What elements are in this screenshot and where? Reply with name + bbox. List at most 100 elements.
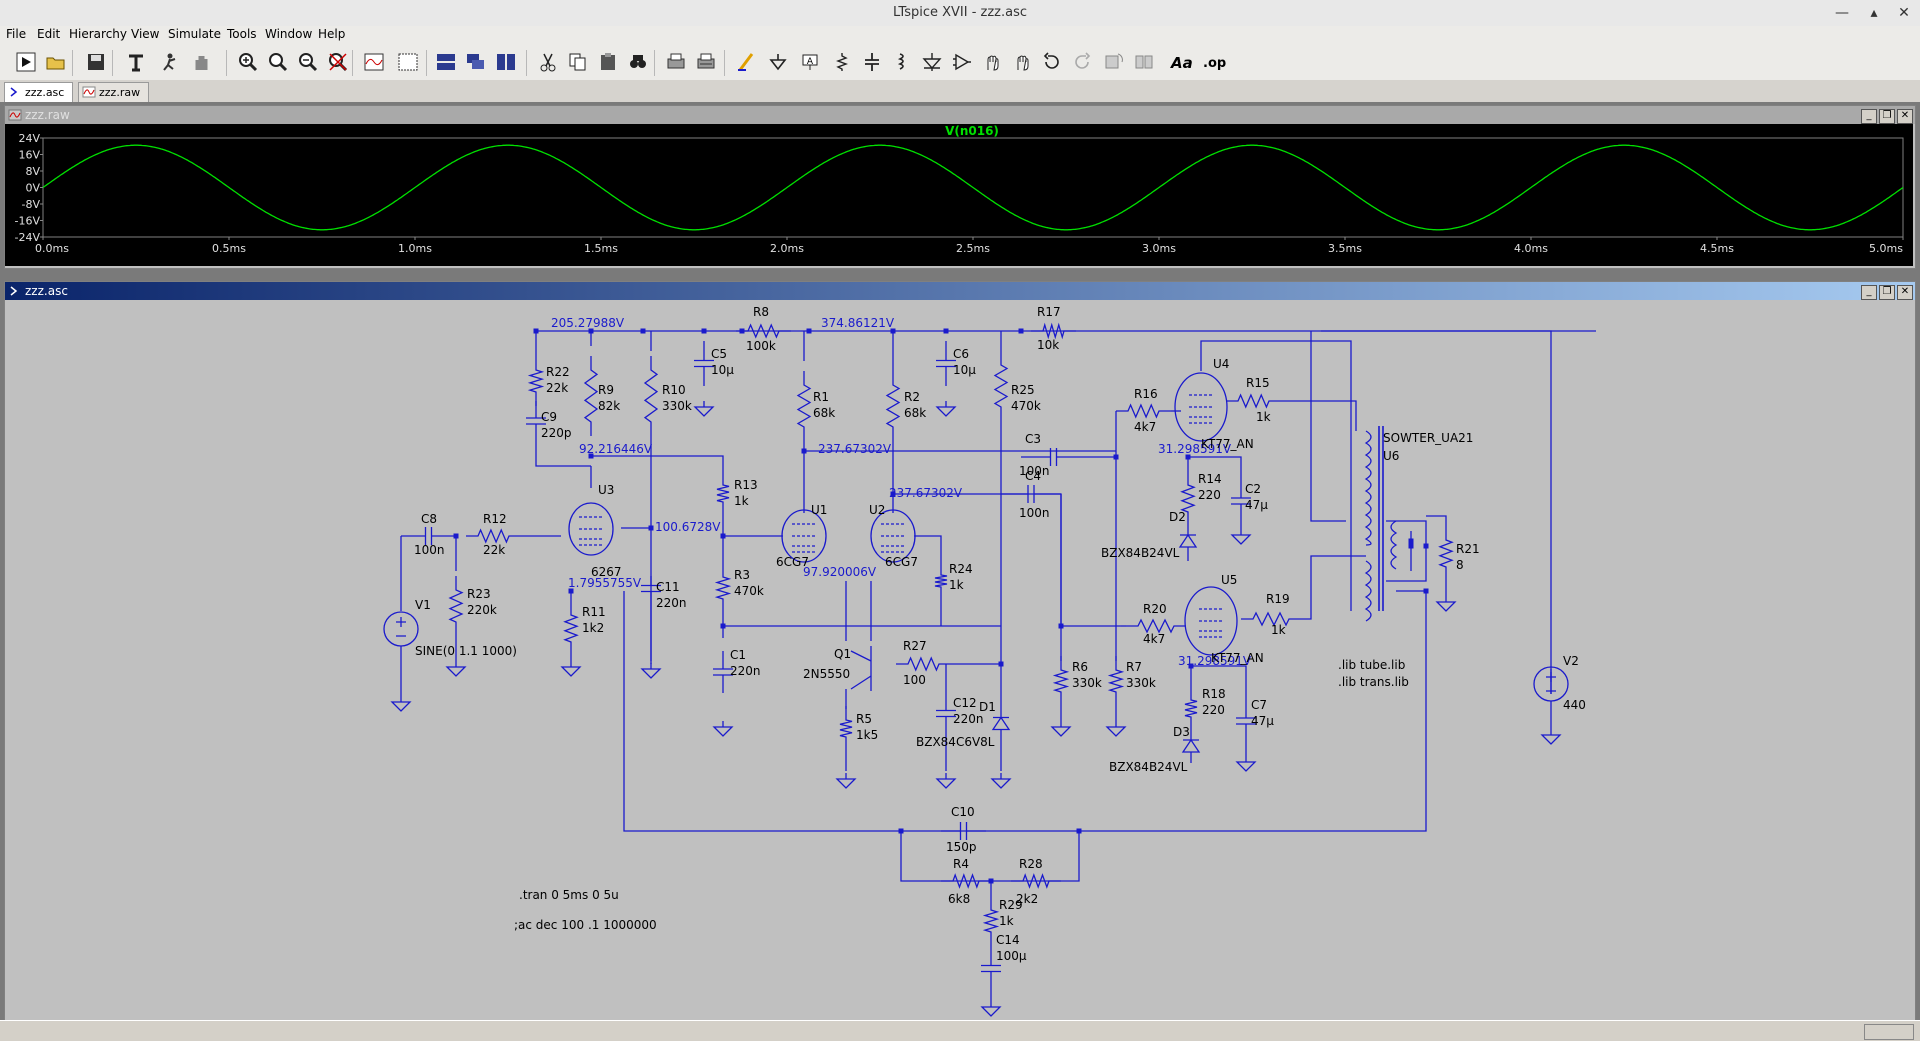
resistor-r10[interactable]	[643, 356, 659, 436]
print-preview-icon[interactable]	[694, 50, 720, 74]
tube-u3[interactable]	[568, 502, 614, 556]
resistor-r18[interactable]	[1184, 686, 1198, 731]
wire-icon[interactable]	[734, 50, 760, 74]
label-icon[interactable]: A	[798, 50, 824, 74]
tile-vertical-icon[interactable]	[494, 50, 520, 74]
tube-u1[interactable]	[781, 509, 827, 563]
zoom-cancel-icon[interactable]	[326, 50, 352, 74]
resistor-r28[interactable]	[1011, 873, 1061, 889]
tab-zzz-raw[interactable]: zzz.raw	[78, 82, 150, 102]
resistor-icon[interactable]	[830, 50, 856, 74]
resistor-r25[interactable]	[993, 351, 1009, 421]
resistor-r17[interactable]	[1031, 322, 1076, 340]
resistor-r2[interactable]	[885, 371, 901, 441]
menu-view[interactable]: View	[131, 27, 160, 41]
zener-d2[interactable]	[1178, 526, 1198, 556]
spice-directive-icon[interactable]: .op	[1202, 50, 1228, 74]
inductor-icon[interactable]	[890, 50, 916, 74]
menu-edit[interactable]: Edit	[37, 27, 61, 41]
close-icon[interactable]: ✕	[1897, 109, 1913, 124]
text-icon[interactable]: Aa	[1168, 50, 1194, 74]
resistor-r16[interactable]	[1116, 403, 1171, 419]
minimize-icon[interactable]: _	[1861, 109, 1877, 124]
resistor-r22[interactable]	[527, 356, 545, 406]
resistor-r8[interactable]	[736, 323, 791, 339]
trace-label[interactable]: V(n016)	[945, 124, 999, 138]
resistor-r29[interactable]	[982, 896, 1000, 946]
zener-d3[interactable]	[1181, 731, 1201, 761]
transformer-u6[interactable]	[1364, 426, 1427, 622]
maximize-button[interactable]: ▴	[1870, 5, 1878, 21]
resistor-r7[interactable]	[1107, 656, 1125, 706]
menu-simulate[interactable]: Simulate	[168, 27, 222, 41]
copy-icon[interactable]	[566, 50, 592, 74]
capacitor-c1[interactable]	[713, 651, 733, 693]
diode-icon[interactable]	[920, 50, 946, 74]
wire[interactable]	[1426, 515, 1447, 526]
wire[interactable]	[900, 831, 1080, 882]
resistor-r27[interactable]	[896, 656, 951, 672]
resistor-r20[interactable]	[1126, 618, 1186, 634]
capacitor-c14[interactable]	[981, 946, 1001, 991]
menu-tools[interactable]: Tools	[227, 27, 257, 41]
tube-u2[interactable]	[870, 509, 916, 563]
capacitor-c9[interactable]	[526, 401, 546, 441]
tab-zzz-asc[interactable]: zzz.asc	[4, 82, 74, 102]
open-icon[interactable]	[44, 50, 70, 74]
zoom-in-icon[interactable]	[236, 50, 262, 74]
ground-icon[interactable]	[766, 50, 792, 74]
close-icon[interactable]: ✕	[1897, 285, 1913, 300]
capacitor-c2[interactable]	[1231, 481, 1251, 521]
resistor-r15[interactable]	[1226, 393, 1281, 409]
capacitor-c5[interactable]	[694, 341, 714, 386]
minimize-icon[interactable]: _	[1861, 285, 1877, 300]
wire[interactable]	[1301, 555, 1366, 620]
capacitor-c12[interactable]	[936, 691, 956, 736]
control-panel-icon[interactable]	[124, 50, 150, 74]
undo-icon[interactable]	[1040, 50, 1066, 74]
voltage-source-v1[interactable]	[383, 611, 419, 647]
tile-horizontal-icon[interactable]	[434, 50, 460, 74]
component-icon[interactable]	[950, 50, 976, 74]
resistor-r14[interactable]	[1180, 471, 1196, 526]
resistor-r6[interactable]	[1052, 656, 1070, 706]
rotate-icon[interactable]	[1102, 50, 1128, 74]
wire[interactable]	[1188, 456, 1242, 481]
zoom-out-icon[interactable]	[296, 50, 322, 74]
find-icon[interactable]	[626, 50, 652, 74]
save-icon[interactable]	[84, 50, 110, 74]
restore-icon[interactable]: ❐	[1879, 285, 1895, 300]
restore-icon[interactable]: ❐	[1879, 109, 1895, 124]
capacitor-c3[interactable]	[1021, 448, 1086, 466]
capacitor-icon[interactable]	[860, 50, 886, 74]
voltage-source-v2[interactable]	[1533, 666, 1569, 702]
drag-icon[interactable]	[1010, 50, 1036, 74]
trace-v-n016[interactable]	[42, 144, 1904, 231]
resistor-r3[interactable]	[714, 563, 732, 613]
run-icon[interactable]	[14, 50, 40, 74]
wire[interactable]	[1310, 331, 1346, 522]
wire[interactable]	[591, 455, 724, 471]
cascade-icon[interactable]	[464, 50, 490, 74]
capacitor-c4[interactable]	[1001, 485, 1061, 503]
autorange-icon[interactable]	[362, 50, 388, 74]
menu-window[interactable]: Window	[265, 27, 313, 41]
pan-icon[interactable]	[190, 50, 216, 74]
transistor-q1[interactable]	[850, 646, 872, 691]
resistor-r21[interactable]	[1438, 526, 1454, 581]
move-icon[interactable]	[980, 50, 1006, 74]
halt-icon[interactable]	[158, 50, 184, 74]
capacitor-c6[interactable]	[936, 341, 956, 386]
resistor-r9[interactable]	[583, 356, 599, 436]
menu-hierarchy[interactable]: Hierarchy	[69, 27, 128, 41]
resistor-r24[interactable]	[934, 561, 948, 601]
zener-d1[interactable]	[991, 701, 1011, 746]
capacitor-c7[interactable]	[1236, 701, 1256, 741]
capacitor-c10[interactable]	[941, 822, 986, 840]
full-view-icon[interactable]	[396, 50, 422, 74]
resistor-r4[interactable]	[941, 873, 991, 889]
resistor-r5[interactable]	[839, 706, 853, 751]
